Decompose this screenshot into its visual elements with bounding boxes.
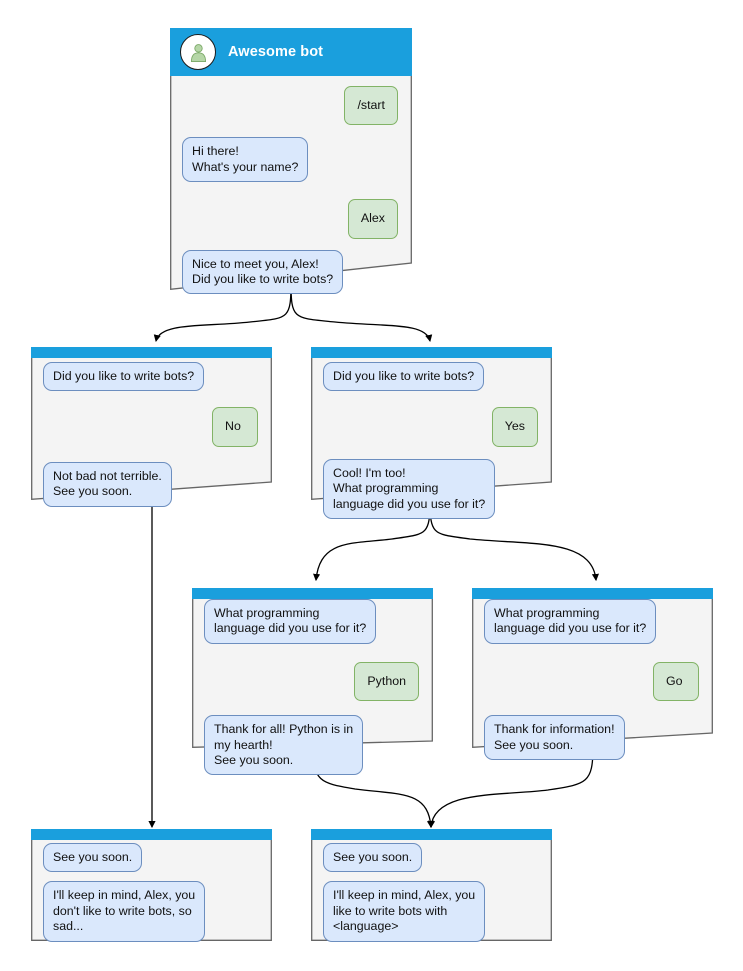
user-message-bubble[interactable]: Go [653,661,699,702]
message-row: Not bad not terrible. See you soon. [31,461,272,507]
bot-message-bubble[interactable]: I'll keep in mind, Alex, you don't like … [43,881,206,942]
message-row: Alex [170,199,412,239]
bot-message-bubble[interactable]: See you soon. [323,843,423,873]
node-end-sad[interactable]: See you soon. I'll keep in mind, Alex, y… [31,829,272,942]
node-start-chat: /start Hi there! What's your name? Alex … [170,86,412,295]
node-go-branch-header [472,588,713,599]
message-row: No [31,407,272,447]
node-end-sad-chat: See you soon. I'll keep in mind, Alex, y… [31,843,272,942]
bot-message-bubble[interactable]: Hi there! What's your name? [182,137,309,183]
node-no-branch[interactable]: Did you like to write bots? No Not bad n… [31,347,272,507]
node-yes-branch[interactable]: Did you like to write bots? Yes Cool! I'… [311,347,552,520]
bot-message-bubble[interactable]: I'll keep in mind, Alex, you like to wri… [323,881,486,942]
node-go-branch-chat: What programming language did you use fo… [472,599,713,761]
node-no-branch-header [31,347,272,358]
user-message-bubble[interactable]: No [212,407,258,447]
bot-message-bubble[interactable]: Thank for all! Python is in my hearth! S… [204,715,364,776]
node-start-header: Awesome bot [170,28,412,76]
node-end-sad-header [31,829,272,840]
node-go-branch[interactable]: What programming language did you use fo… [472,588,713,761]
node-python-branch[interactable]: What programming language did you use fo… [192,588,433,776]
message-row: What programming language did you use fo… [192,599,433,644]
message-row: I'll keep in mind, Alex, you don't like … [31,881,272,942]
node-end-happy[interactable]: See you soon. I'll keep in mind, Alex, y… [311,829,552,942]
message-row: Go [472,661,713,702]
node-yes-branch-header [311,347,552,358]
bot-message-bubble[interactable]: What programming language did you use fo… [204,599,377,644]
bot-message-bubble[interactable]: Did you like to write bots? [323,362,485,392]
message-row: Nice to meet you, Alex! Did you like to … [170,249,412,295]
message-row: Did you like to write bots? [31,362,272,392]
message-row: Cool! I'm too! What programming language… [311,458,552,520]
message-row: Did you like to write bots? [311,362,552,392]
bot-message-bubble[interactable]: What programming language did you use fo… [484,599,657,644]
user-message-bubble[interactable]: Python [354,661,419,702]
bot-message-bubble[interactable]: Cool! I'm too! What programming language… [323,458,496,520]
user-message-bubble[interactable]: /start [344,86,398,126]
bot-message-bubble[interactable]: See you soon. [43,843,143,873]
node-end-happy-header [311,829,552,840]
user-message-bubble[interactable]: Yes [491,407,538,447]
bot-message-bubble[interactable]: Not bad not terrible. See you soon. [43,461,172,507]
message-row: See you soon. [31,843,272,873]
message-row: Hi there! What's your name? [170,137,412,183]
node-python-branch-chat: What programming language did you use fo… [192,599,433,776]
node-start-title: Awesome bot [228,44,324,60]
bot-message-bubble[interactable]: Did you like to write bots? [43,362,205,392]
message-row: I'll keep in mind, Alex, you like to wri… [311,881,552,942]
message-row: Python [192,661,433,702]
node-no-branch-chat: Did you like to write bots? No Not bad n… [31,362,272,507]
node-end-happy-chat: See you soon. I'll keep in mind, Alex, y… [311,843,552,942]
message-row: What programming language did you use fo… [472,599,713,644]
message-row: See you soon. [311,843,552,873]
node-start[interactable]: Awesome bot /start Hi there! What's your… [170,28,412,295]
message-row: Yes [311,407,552,447]
bot-message-bubble[interactable]: Nice to meet you, Alex! Did you like to … [182,249,344,295]
person-avatar-icon [180,34,216,70]
message-row: Thank for all! Python is in my hearth! S… [192,715,433,776]
message-row: Thank for information! See you soon. [472,715,713,761]
bot-message-bubble[interactable]: Thank for information! See you soon. [484,715,625,761]
message-row: /start [170,86,412,126]
user-message-bubble[interactable]: Alex [347,199,398,239]
node-yes-branch-chat: Did you like to write bots? Yes Cool! I'… [311,362,552,520]
node-python-branch-header [192,588,433,599]
